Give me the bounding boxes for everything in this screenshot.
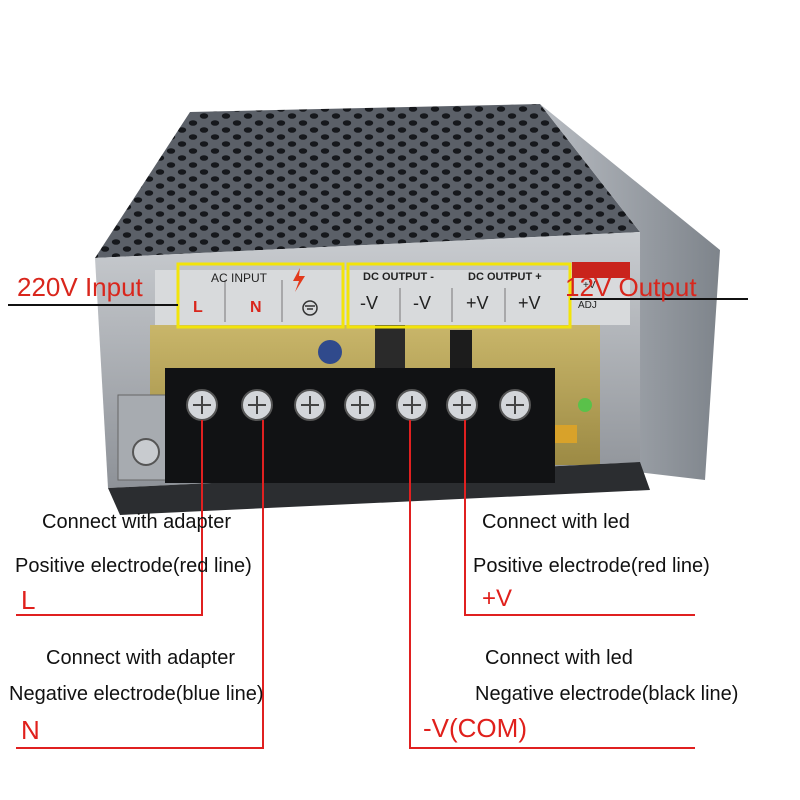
terminal-neg2-label: -V <box>413 293 431 313</box>
terminal-pos2-label: +V <box>518 293 541 313</box>
output-voltage-label: 12V Output <box>565 272 697 302</box>
mount-bracket <box>117 394 174 481</box>
terminal-l-label: L <box>193 299 203 316</box>
led-positive-connect-text: Connect with led <box>482 511 630 533</box>
input-voltage-label: 220V Input <box>17 272 143 302</box>
dc-output-pos-label: DC OUTPUT + <box>468 271 542 283</box>
adapter-negative-electrode-text: Negative electrode(blue line) <box>9 683 264 705</box>
led-positive-electrode-text: Positive electrode(red line) <box>473 555 710 577</box>
ac-input-highlight <box>176 262 345 329</box>
terminal-neg1-label: -V <box>360 293 378 313</box>
leader-lines <box>16 420 695 749</box>
adapter-positive-electrode-text: Positive electrode(red line) <box>15 555 252 577</box>
terminal-n-label: N <box>250 299 262 316</box>
line-L <box>16 420 203 616</box>
adapter-negative-connect-text: Connect with adapter <box>46 647 236 669</box>
adapter-positive-connect-text: Connect with adapter <box>42 511 232 533</box>
lightning-icon <box>293 268 305 292</box>
terminal-pos1-label: +V <box>466 293 489 313</box>
dc-output-neg-label: DC OUTPUT - <box>363 271 434 283</box>
label-strip <box>155 270 630 325</box>
terminal-block <box>165 368 555 483</box>
line-VCOM <box>409 420 695 749</box>
led-negative-electrode-text: Negative electrode(black line) <box>475 683 739 705</box>
ground-icon <box>302 300 318 316</box>
led-positive-code: +V <box>482 585 513 612</box>
led-negative-code: -V(COM) <box>423 713 527 743</box>
side-panel <box>540 104 720 480</box>
adapter-positive-code: L <box>21 585 36 615</box>
top-cover <box>95 104 640 258</box>
line-N <box>16 420 264 749</box>
dc-output-highlight <box>346 262 572 329</box>
adapter-negative-code: N <box>21 715 40 745</box>
ac-input-label: AC INPUT <box>211 271 268 285</box>
vadj-label: +V <box>583 280 596 291</box>
line-V <box>464 420 695 616</box>
adj-label: ADJ <box>578 300 597 311</box>
led-negative-connect-text: Connect with led <box>485 647 633 669</box>
